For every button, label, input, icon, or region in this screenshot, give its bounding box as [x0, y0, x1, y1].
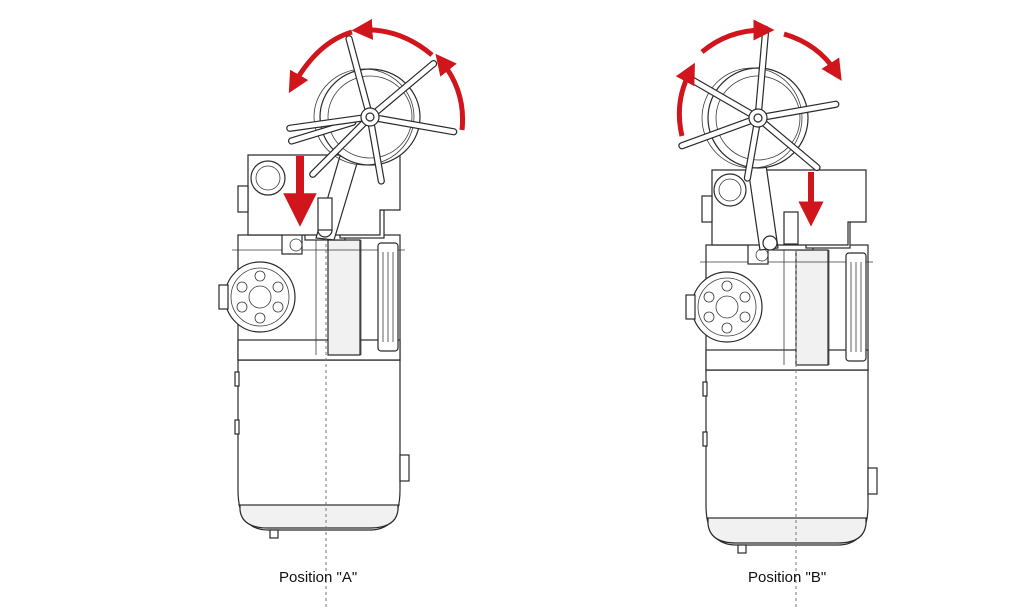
motor-flange [691, 271, 763, 343]
machine-position-a [218, 18, 466, 610]
rotation-arrow-top [351, 18, 434, 57]
machine-position-b [675, 19, 878, 610]
handwheel-b [678, 25, 840, 182]
tank-bottom-shade [707, 517, 867, 544]
handwheel-a [286, 35, 458, 185]
rotation-arrow-top [700, 19, 775, 54]
caption-position-b: Position "B" [748, 569, 827, 586]
motor-flange [224, 261, 296, 333]
tank-bottom-shade [239, 504, 399, 529]
rotation-arrow-right [435, 53, 466, 131]
caption-position-a: Position "A" [279, 569, 358, 586]
rotation-arrow-right [783, 31, 842, 81]
rotation-arrow-left [675, 62, 695, 137]
rotation-arrow-left [288, 29, 353, 94]
